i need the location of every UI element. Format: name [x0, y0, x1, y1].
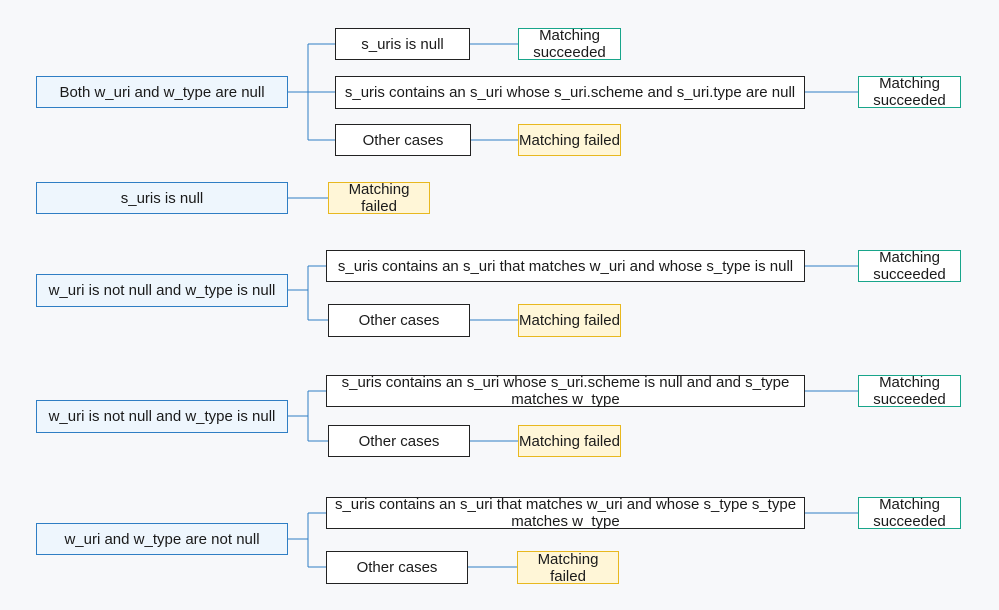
branch-condition-s-uris-null: s_uris is null: [335, 28, 470, 60]
branch-condition-other-cases: Other cases: [328, 304, 470, 337]
branch-condition-scheme-null-s-type-matches: s_uris contains an s_uri whose s_uri.sch…: [326, 375, 805, 407]
root-condition-w-uri-not-null-w-type-null: w_uri is not null and w_type is null: [36, 400, 288, 433]
root-condition-both-null: Both w_uri and w_type are null: [36, 76, 288, 108]
result-matching-succeeded: Matching succeeded: [518, 28, 621, 60]
root-condition-s-uris-null: s_uris is null: [36, 182, 288, 214]
result-matching-failed: Matching failed: [518, 304, 621, 337]
result-matching-failed: Matching failed: [328, 182, 430, 214]
branch-condition-other-cases: Other cases: [328, 425, 470, 457]
result-matching-failed: Matching failed: [517, 551, 619, 584]
result-matching-failed: Matching failed: [518, 124, 621, 156]
branch-condition-other-cases: Other cases: [326, 551, 468, 584]
branch-condition-matches-w-uri-s-type-null: s_uris contains an s_uri that matches w_…: [326, 250, 805, 282]
branch-condition-matches-w-uri-and-s-type: s_uris contains an s_uri that matches w_…: [326, 497, 805, 529]
result-matching-succeeded: Matching succeeded: [858, 375, 961, 407]
result-matching-succeeded: Matching succeeded: [858, 250, 961, 282]
branch-condition-other-cases: Other cases: [335, 124, 471, 156]
result-matching-succeeded: Matching succeeded: [858, 76, 961, 108]
root-condition-w-uri-not-null-w-type-null: w_uri is not null and w_type is null: [36, 274, 288, 307]
result-matching-failed: Matching failed: [518, 425, 621, 457]
root-condition-both-not-null: w_uri and w_type are not null: [36, 523, 288, 555]
result-matching-succeeded: Matching succeeded: [858, 497, 961, 529]
branch-condition-scheme-type-null: s_uris contains an s_uri whose s_uri.sch…: [335, 76, 805, 109]
